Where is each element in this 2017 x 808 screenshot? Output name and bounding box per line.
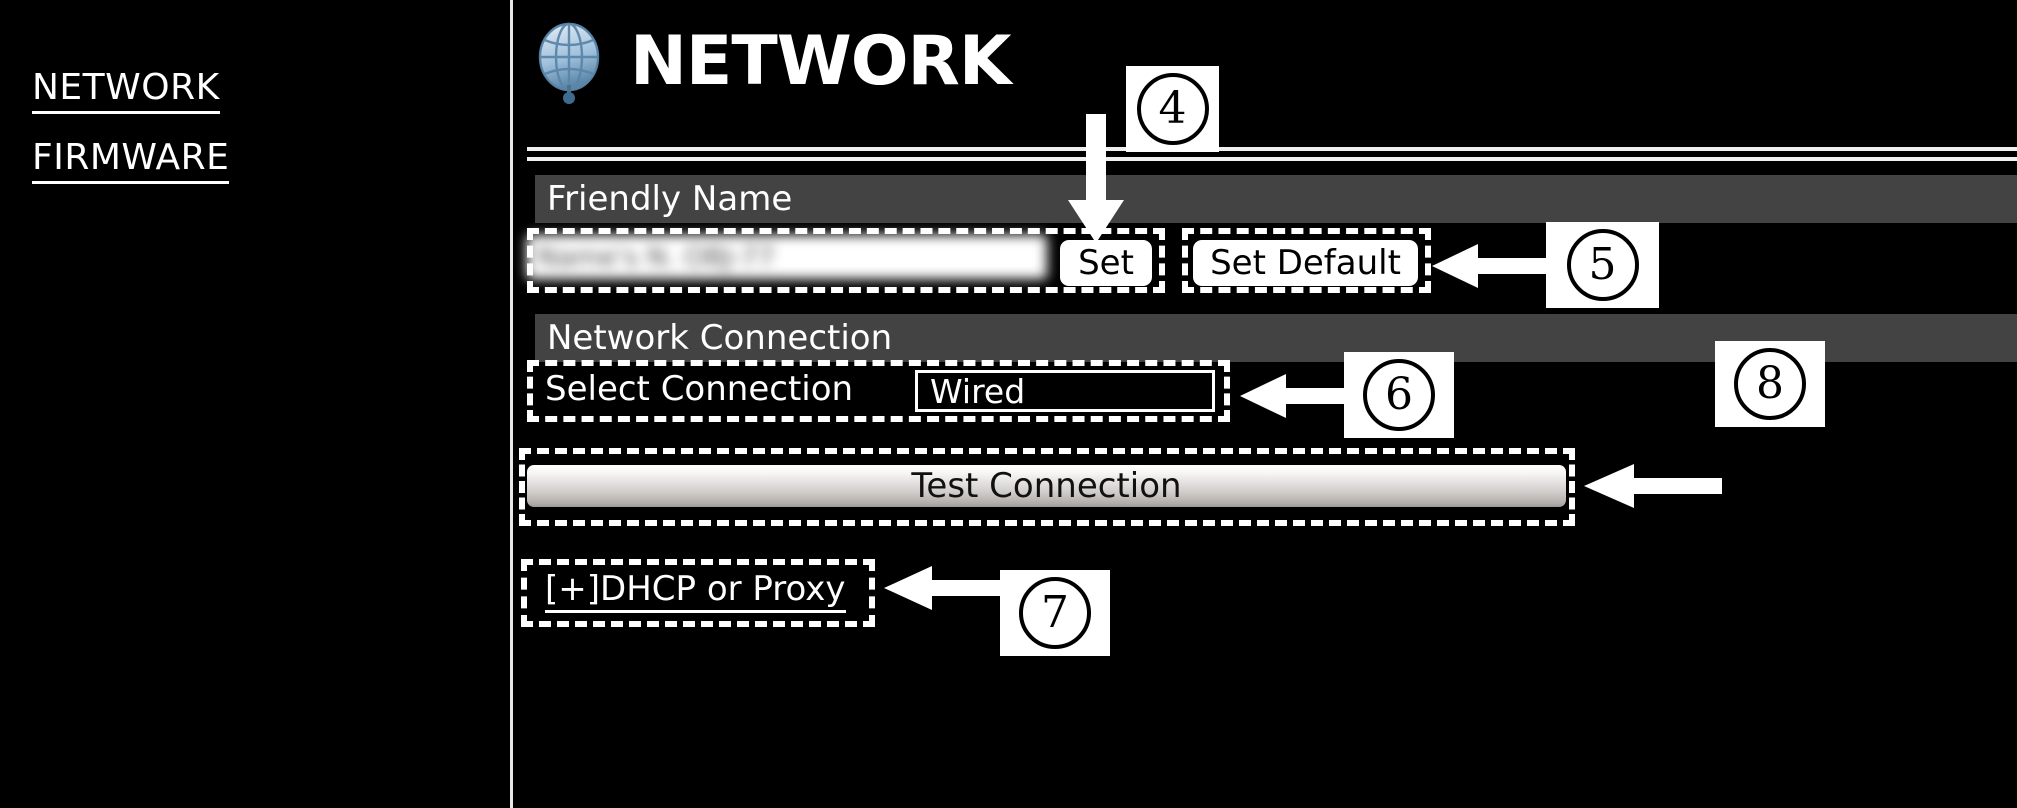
page-header: NETWORK — [530, 14, 1012, 110]
friendly-name-input[interactable]: Name's N. OBJ-77 — [527, 235, 1047, 279]
friendly-name-row: Name's N. OBJ-77 — [527, 235, 1177, 285]
callout-arrow-7 — [884, 566, 1007, 610]
callout-arrow-8 — [1584, 464, 1722, 508]
section-title-friendly-name: Friendly Name — [547, 179, 793, 219]
header-rule-bottom — [527, 157, 2017, 161]
section-header-network-connection: Network Connection — [535, 314, 2017, 362]
callout-number-7: 7 — [1019, 577, 1091, 649]
test-connection-button[interactable]: Test Connection — [527, 465, 1566, 507]
globe-icon — [538, 22, 600, 104]
select-connection-dropdown[interactable]: Wired — [915, 370, 1215, 412]
select-connection-label: Select Connection — [545, 369, 854, 409]
sidebar: NETWORK FIRMWARE — [0, 0, 510, 808]
sidebar-item-firmware[interactable]: FIRMWARE — [32, 140, 230, 184]
set-default-button[interactable]: Set Default — [1193, 240, 1418, 286]
section-header-friendly-name: Friendly Name — [535, 175, 2017, 223]
set-button[interactable]: Set — [1060, 240, 1152, 286]
page-title: NETWORK — [630, 22, 1012, 101]
callout-badge-7: 7 — [1000, 570, 1110, 656]
callout-badge-4: 4 — [1126, 66, 1219, 152]
callout-number-5: 5 — [1566, 229, 1639, 301]
callout-badge-8: 8 — [1715, 341, 1825, 427]
callout-arrow-6 — [1240, 374, 1354, 418]
section-title-network-connection: Network Connection — [547, 318, 893, 358]
sidebar-divider — [510, 0, 513, 808]
callout-arrow-5 — [1432, 244, 1560, 288]
select-connection-value: Wired — [930, 371, 1026, 411]
callout-number-8: 8 — [1734, 348, 1806, 420]
callout-badge-6: 6 — [1344, 352, 1454, 438]
callout-badge-5: 5 — [1546, 222, 1659, 308]
header-rule-top — [527, 147, 2017, 151]
dhcp-or-proxy-link[interactable]: [+]DHCP or Proxy — [545, 572, 846, 613]
callout-number-4: 4 — [1136, 73, 1209, 145]
sidebar-item-network[interactable]: NETWORK — [32, 70, 220, 114]
callout-number-6: 6 — [1363, 359, 1435, 431]
